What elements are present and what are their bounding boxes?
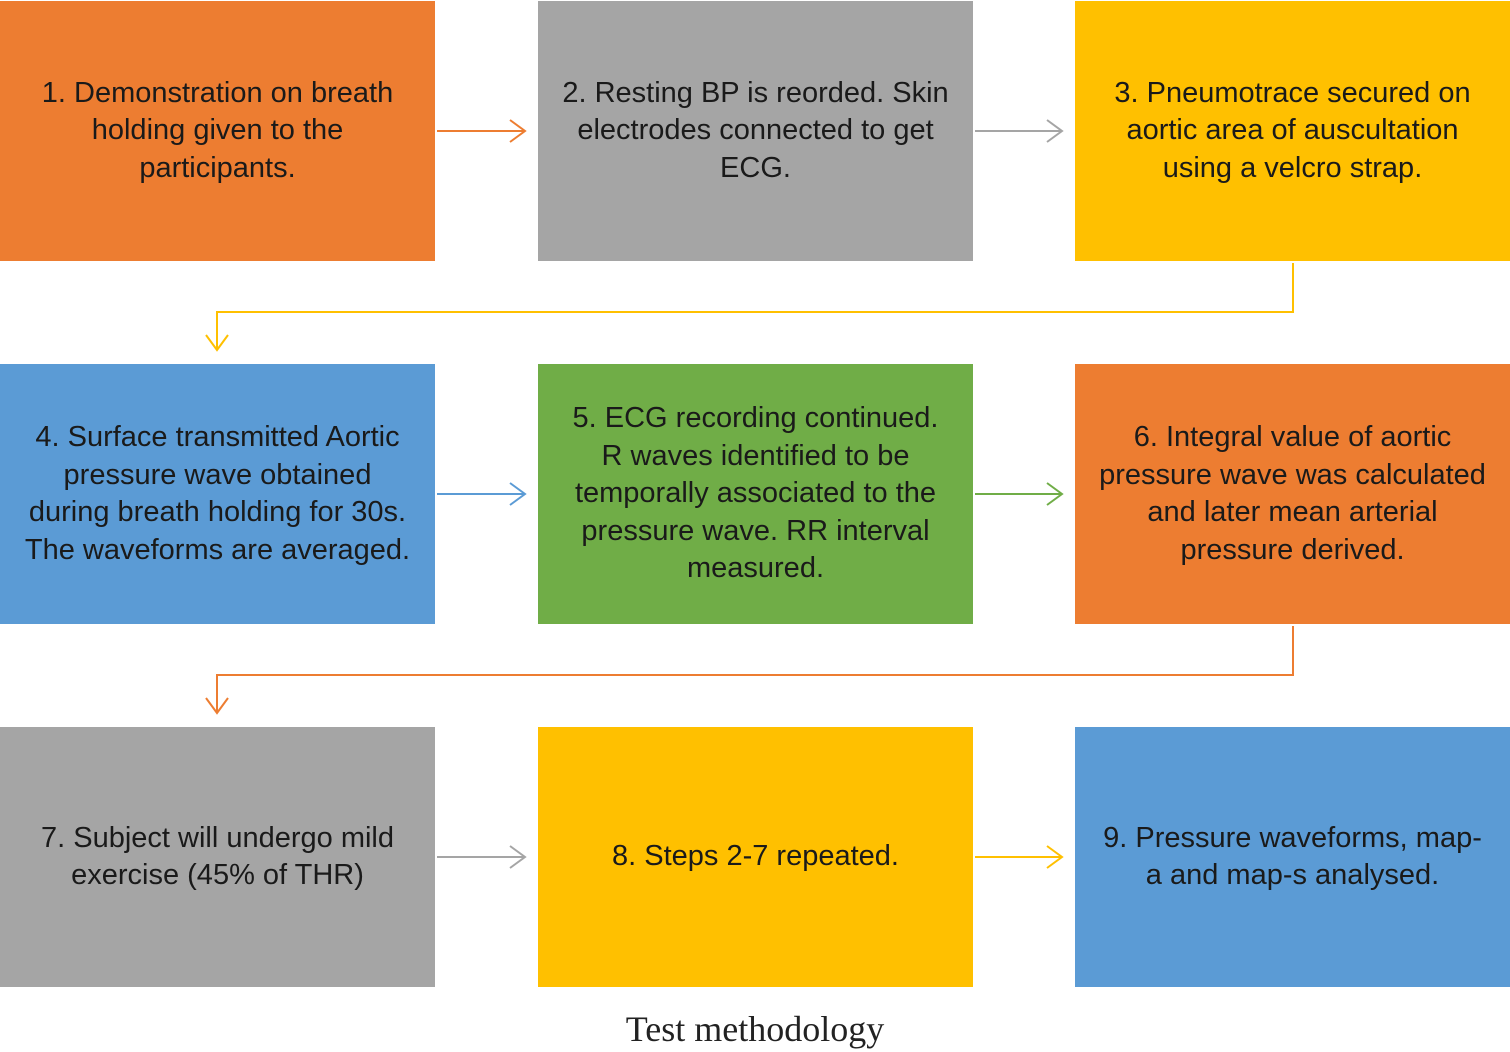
step-8-text: 8. Steps 2-7 repeated. bbox=[612, 840, 899, 873]
arrow-6-to-7 bbox=[205, 626, 1294, 715]
arrow-2-to-3 bbox=[975, 119, 1064, 143]
arrow-1-to-2 bbox=[437, 119, 527, 143]
step-9-text: 9. Pressure waveforms, map-a and map-s a… bbox=[1103, 821, 1482, 892]
arrow-5-to-6 bbox=[975, 482, 1064, 506]
arrow-4-to-5 bbox=[437, 482, 527, 506]
step-7-text: 7. Subject will undergo mild exercise (4… bbox=[40, 821, 394, 892]
step-3-box: 3. Pneumotrace secured on aortic area of… bbox=[1075, 1, 1510, 261]
figure-caption: Test methodology bbox=[625, 1009, 885, 1049]
step-4-box: 4. Surface transmitted Aortic pressure w… bbox=[0, 364, 435, 624]
arrow-3-to-4 bbox=[205, 263, 1294, 352]
step-7-box: 7. Subject will undergo mild exercise (4… bbox=[0, 727, 435, 987]
step-9-box: 9. Pressure waveforms, map-a and map-s a… bbox=[1075, 727, 1510, 987]
step-1-text: 1. Demonstration on breath holding given… bbox=[41, 76, 394, 184]
step-8-box: 8. Steps 2-7 repeated. bbox=[538, 727, 973, 987]
step-5-box: 5. ECG recording continued. R waves iden… bbox=[538, 364, 973, 624]
step-5-text: 5. ECG recording continued. R waves iden… bbox=[572, 402, 939, 585]
step-2-text: 2. Resting BP is reorded. Skin electrode… bbox=[562, 76, 949, 184]
step-2-box: 2. Resting BP is reorded. Skin electrode… bbox=[538, 1, 973, 261]
step-6-text: 6. Integral value of aortic pressure wav… bbox=[1099, 421, 1486, 566]
step-3-text: 3. Pneumotrace secured on aortic area of… bbox=[1114, 76, 1471, 184]
step-4-text: 4. Surface transmitted Aortic pressure w… bbox=[24, 421, 411, 566]
step-6-box: 6. Integral value of aortic pressure wav… bbox=[1075, 364, 1510, 624]
arrow-7-to-8 bbox=[437, 845, 527, 869]
step-1-box: 1. Demonstration on breath holding given… bbox=[0, 1, 435, 261]
arrow-8-to-9 bbox=[975, 845, 1064, 869]
